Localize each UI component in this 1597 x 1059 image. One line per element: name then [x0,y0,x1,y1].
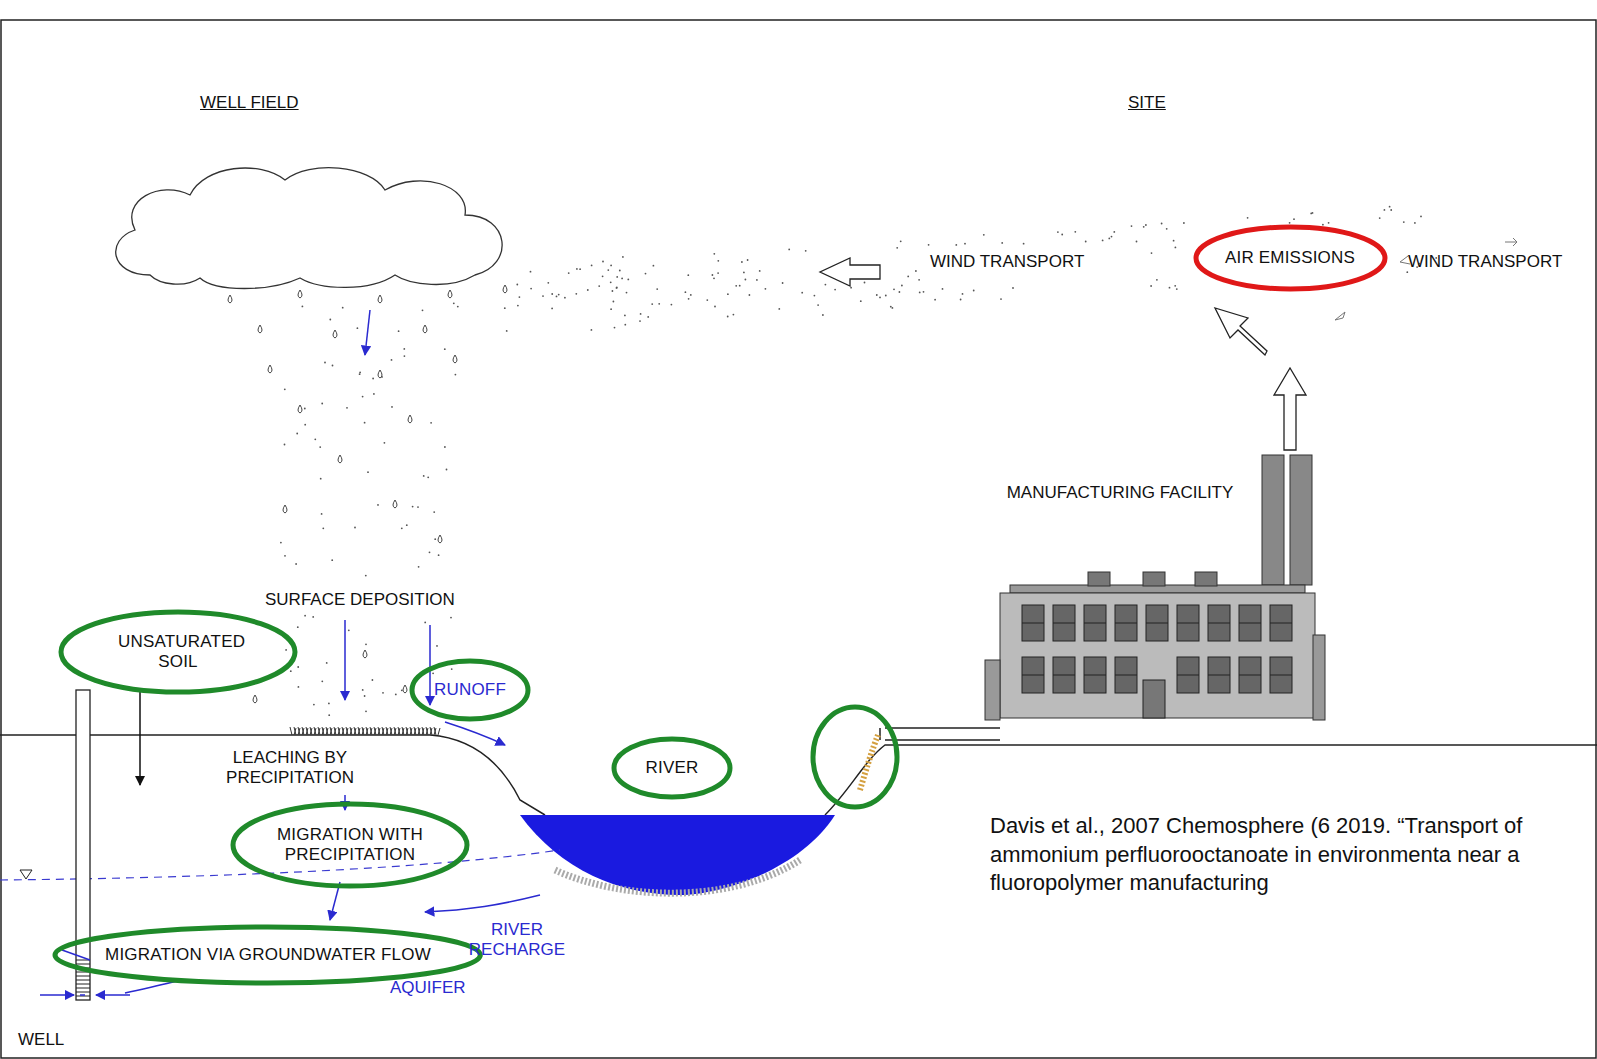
part-label: WIND TRANSPORT [1408,252,1562,272]
circled-callout: RIVER [611,736,733,800]
part-label: WELL [18,1030,64,1050]
circled-callout: RUNOFF [409,658,531,722]
part-label: WELL FIELD [200,93,299,113]
part-label: SITE [1128,93,1166,113]
process-label: MIGRATION VIA GROUNDWATER FLOW [105,945,431,965]
part-label: MANUFACTURING FACILITY [1000,483,1240,503]
part-label: SURFACE DEPOSITION [265,590,455,610]
process-label: AIR EMISSIONS [1225,248,1355,268]
part-label: AQUIFER [390,978,466,998]
part-label: RIVER RECHARGE [462,920,572,959]
circled-callout: UNSATURATED SOIL [58,609,298,695]
circled-callout: AIR EMISSIONS [1193,224,1388,292]
process-label: UNSATURATED SOIL [118,632,238,671]
process-label: RUNOFF [434,680,506,700]
circled-callout: MIGRATION WITH PRECIPITATION [230,801,470,889]
process-label: RIVER [646,758,699,778]
circled-callout: MIGRATION VIA GROUNDWATER FLOW [52,924,483,986]
part-label: LEACHING BY PRECIPITATION [190,748,390,787]
part-label: WIND TRANSPORT [930,252,1084,272]
citation-note: Davis et al., 2007 Chemosphere (6 2019. … [990,812,1597,898]
process-label: MIGRATION WITH PRECIPITATION [265,825,435,864]
